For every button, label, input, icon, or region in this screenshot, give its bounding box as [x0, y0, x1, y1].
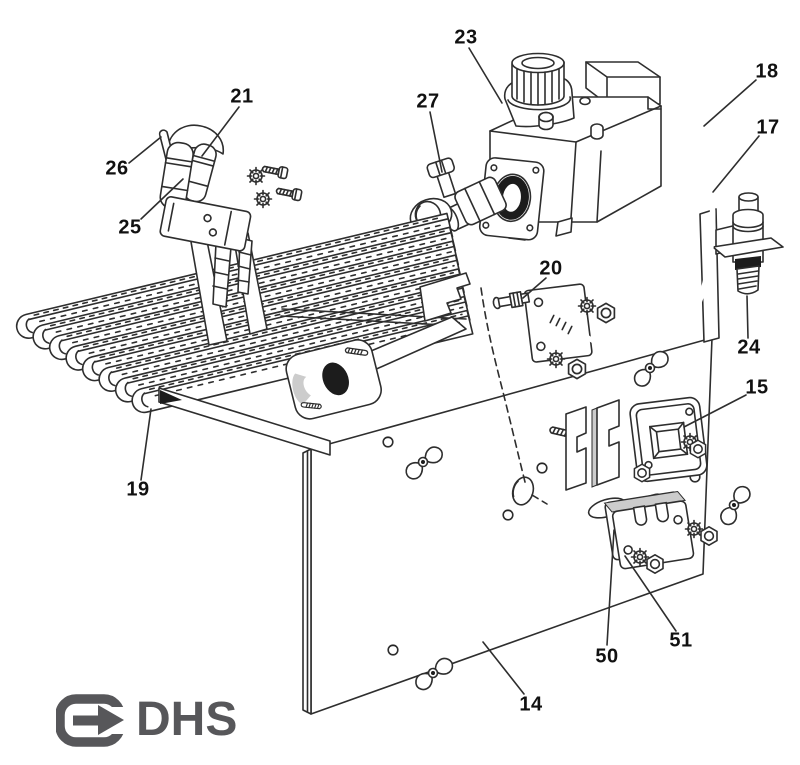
- hex-nut: [567, 358, 587, 380]
- hex-screw: [633, 463, 651, 483]
- serrated-washer: [630, 547, 650, 567]
- callout-14: 14: [519, 693, 543, 716]
- sight-glass-assembly: [548, 396, 708, 491]
- callout-20: 20: [539, 257, 563, 280]
- burner-assembly: [15, 212, 474, 456]
- callout-25: 25: [118, 216, 142, 239]
- callout-50: 50: [595, 645, 619, 668]
- panel-hole: [387, 644, 399, 656]
- pilot-injector-plate: [492, 283, 616, 380]
- logo-text: DHS: [136, 693, 238, 746]
- hex-nut: [596, 302, 616, 324]
- panel-hole: [382, 436, 394, 448]
- serrated-washer: [546, 349, 566, 369]
- callout-27: 27: [416, 90, 440, 113]
- hex-screw: [646, 553, 664, 575]
- manifold-bracket: [285, 339, 382, 420]
- pilot-aperture-assembly: [587, 490, 718, 575]
- callout-21: 21: [230, 85, 254, 108]
- leader-lines: [128, 47, 760, 695]
- serrated-washer: [253, 189, 273, 209]
- callout-26: 26: [105, 157, 129, 180]
- hex-screw: [700, 525, 718, 547]
- dhs-arrow-logo-mark: [56, 694, 132, 747]
- hex-screw: [689, 439, 707, 459]
- gas-pipes: [597, 103, 716, 328]
- wing-nut: [714, 484, 757, 527]
- callout-51: 51: [669, 629, 693, 652]
- callout-23: 23: [454, 26, 478, 49]
- serrated-washer: [246, 166, 266, 186]
- valve-control-knob: [507, 52, 572, 111]
- callout-19: 19: [126, 478, 150, 501]
- serrated-washer: [577, 296, 597, 316]
- panel-hole: [536, 462, 548, 474]
- serrated-washer: [684, 519, 704, 539]
- callout-18: 18: [755, 60, 779, 83]
- callout-15: 15: [745, 376, 769, 399]
- dhs-logo: DHS: [56, 692, 237, 748]
- pilot-sight-hole: [511, 476, 535, 506]
- combustion-chamber-front-panel: [302, 337, 757, 715]
- fixing-screw: [274, 184, 303, 202]
- burner-tray-lip: [158, 387, 331, 456]
- pilot-mounting-bracket: [159, 196, 252, 252]
- pilot-burner-assembly: [158, 124, 303, 252]
- callout-17: 17: [756, 116, 780, 139]
- sight-glass-frame: [629, 396, 708, 483]
- callout-24: 24: [737, 336, 761, 359]
- pilot-injector: [492, 290, 531, 310]
- projection-guides: [480, 287, 548, 505]
- fixing-screw: [260, 162, 289, 180]
- panel-hole: [502, 509, 514, 521]
